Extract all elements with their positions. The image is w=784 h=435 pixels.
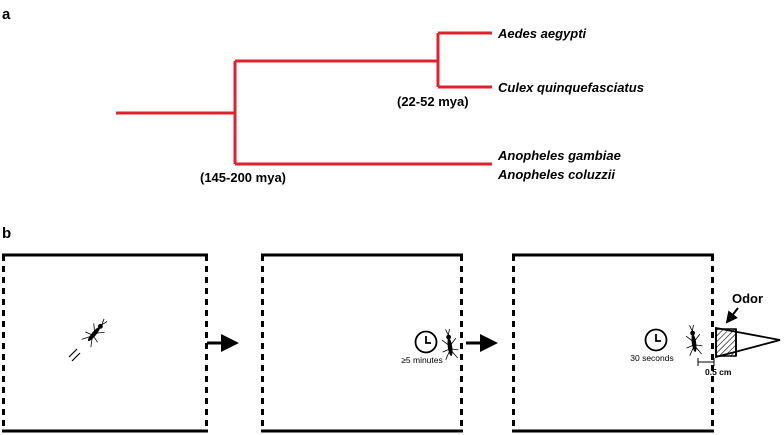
species-culex-quinquefasciatus: Culex quinquefasciatus (498, 80, 644, 95)
cage-step-2 (261, 253, 463, 433)
phylogenetic-tree (116, 31, 492, 166)
panel-b-label: b (2, 225, 11, 242)
panel-a-label: a (2, 6, 11, 23)
distance-indicator (697, 358, 715, 366)
odor-pointer-arrow (725, 307, 739, 324)
cage-step-3 (512, 253, 714, 433)
clock-icon (644, 328, 668, 352)
species-anopheles-coluzzii: Anopheles coluzzii (497, 167, 615, 182)
divergence-age-culicinae: (22-52 mya) (397, 94, 469, 109)
odor-label: Odor (732, 291, 763, 306)
odor-cone (715, 326, 781, 359)
step-3-duration: 30 seconds (630, 353, 673, 363)
species-anopheles-gambiae: Anopheles gambiae (497, 148, 621, 163)
step-2-duration: ≥5 minutes (401, 355, 443, 365)
cage-step-1 (2, 253, 208, 433)
mosquito-icon (79, 314, 113, 349)
clock-icon (414, 330, 438, 354)
species-aedes-aegypti: Aedes aegypti (497, 26, 587, 41)
panel-b: b ≥5 minutes (2, 225, 781, 433)
motion-lines (68, 348, 81, 362)
divergence-age-root: (145-200 mya) (200, 170, 286, 185)
distance-label: 0.5 cm (705, 367, 732, 377)
panel-a: a Aedes aegypti Culex quinquefasciatus A… (2, 6, 644, 185)
mosquito-icon (683, 323, 704, 357)
